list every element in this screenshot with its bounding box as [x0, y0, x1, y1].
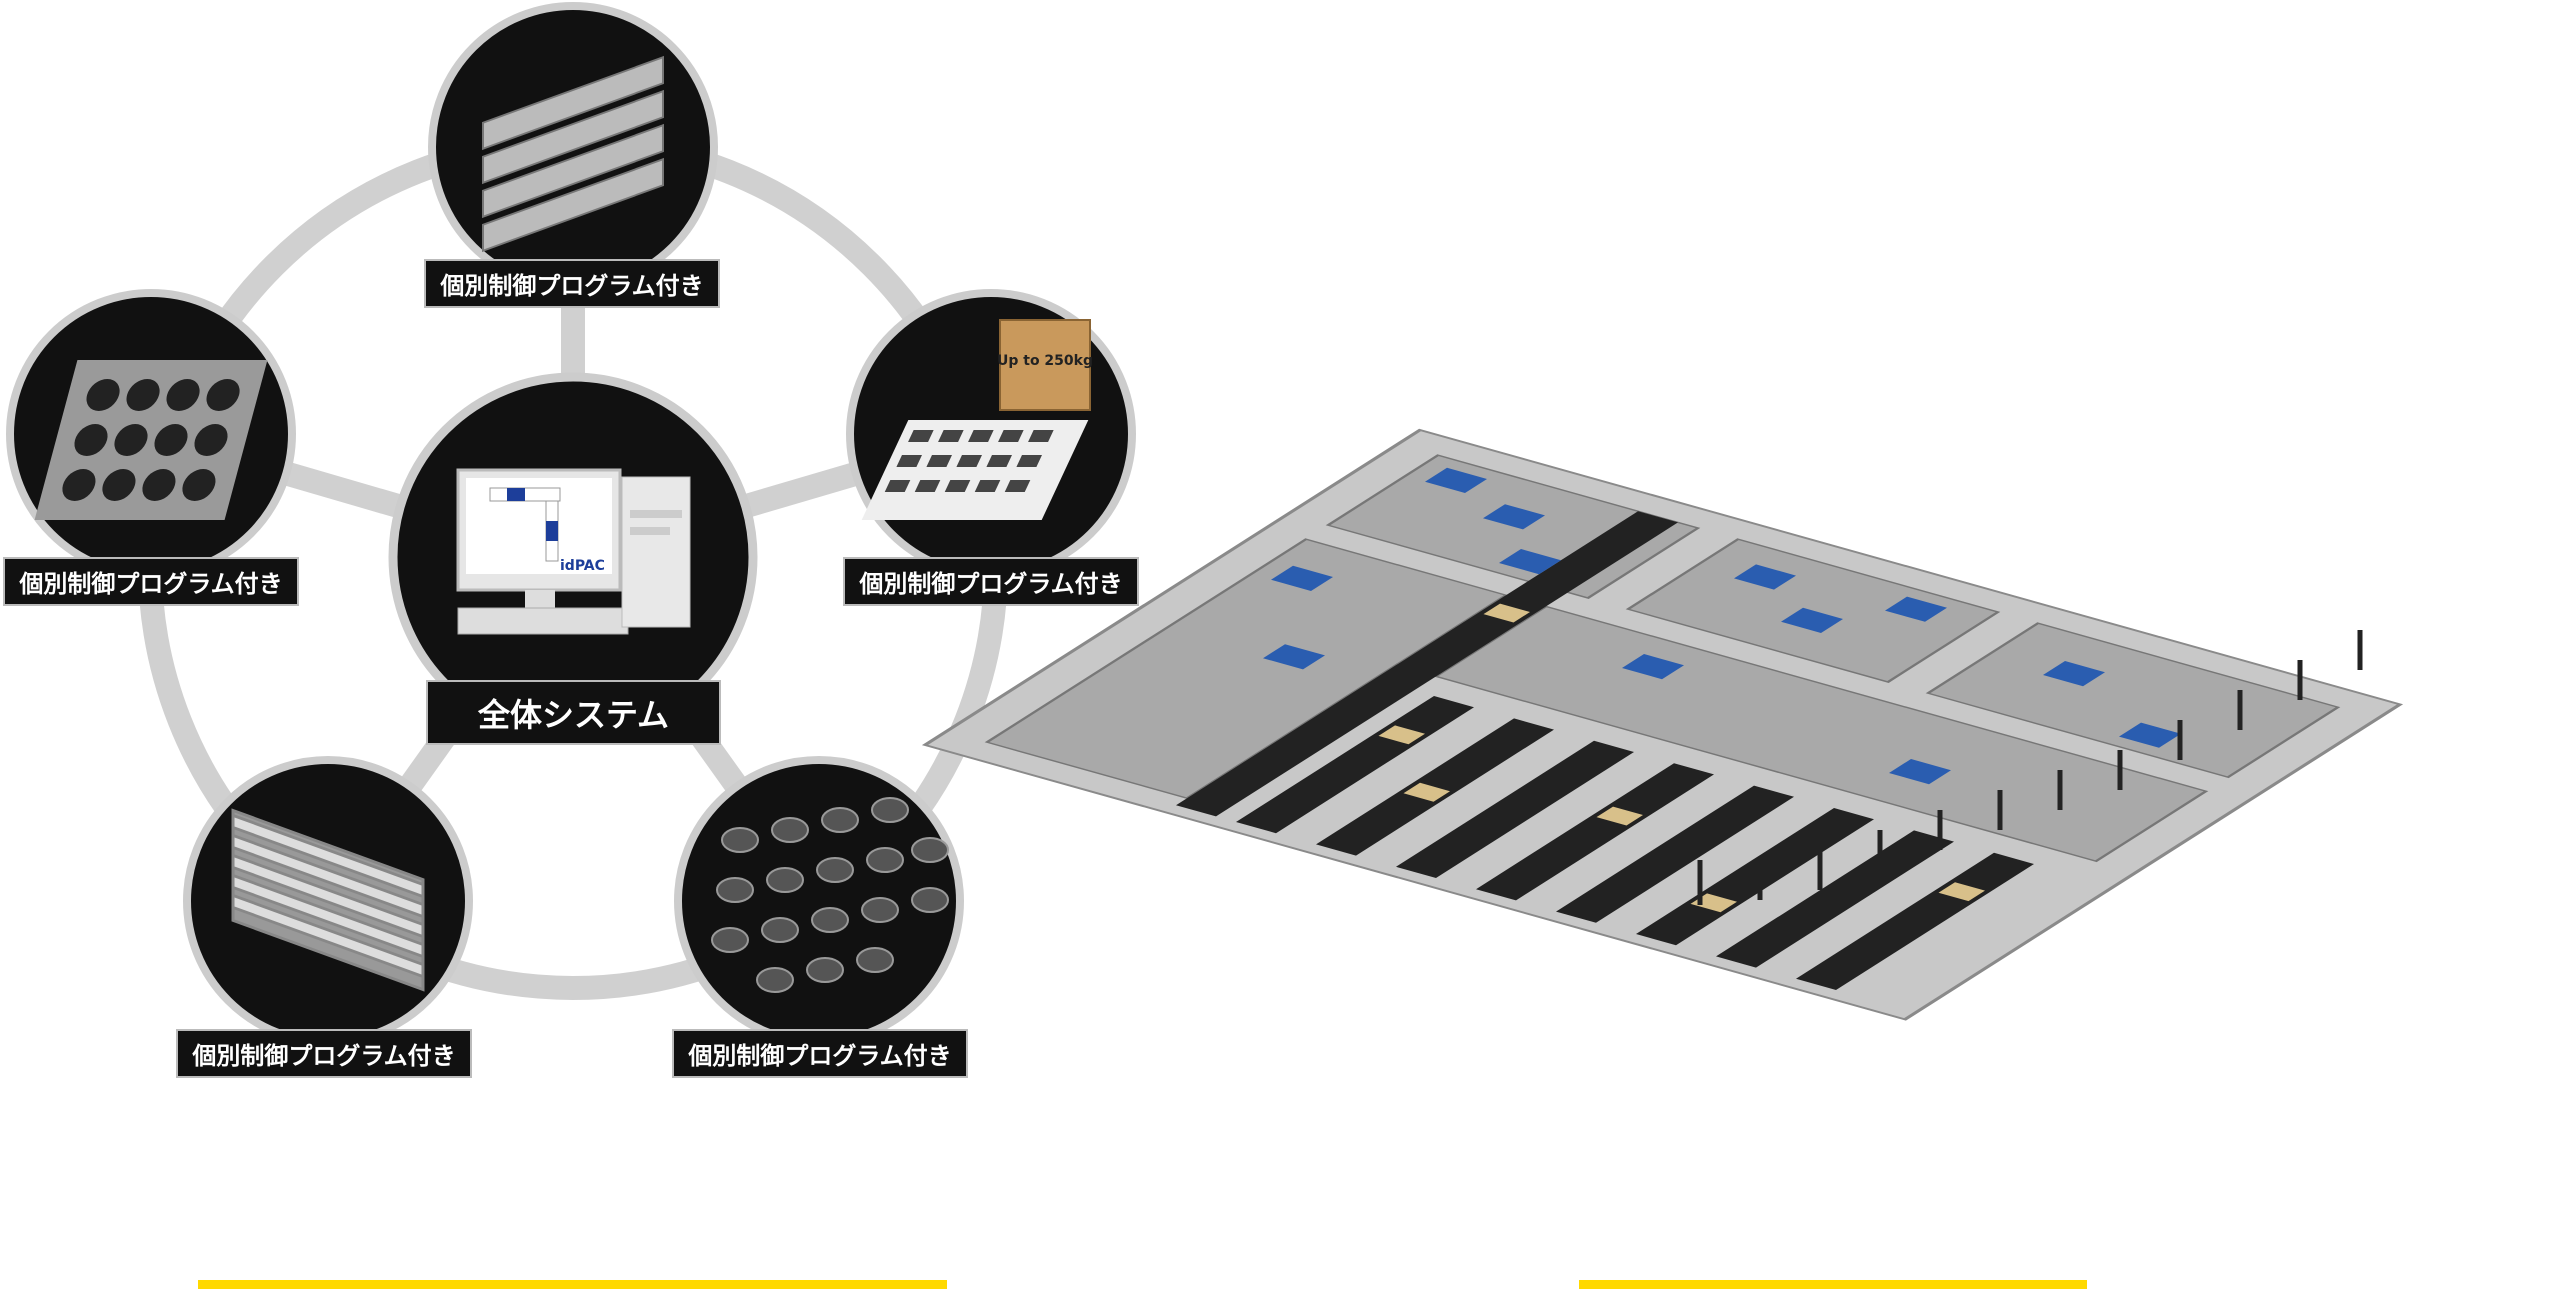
yellow-underline-right [1579, 1280, 2087, 1289]
module-label-top: 個別制御プログラム付き [424, 259, 720, 308]
pc-tower-icon [621, 476, 691, 628]
module-label-bottom-left: 個別制御プログラム付き [176, 1029, 472, 1078]
module-label-bottom-right: 個別制御プログラム付き [672, 1029, 968, 1078]
module-label-left: 個別制御プログラム付き [3, 557, 299, 606]
module-label-right: 個別制御プログラム付き [843, 557, 1139, 606]
keyboard-icon [457, 607, 629, 635]
cardboard-box [999, 319, 1091, 411]
conveyor-legs [1697, 630, 2363, 905]
yellow-underline-left [198, 1280, 947, 1289]
module-circle-left [6, 289, 296, 579]
module-circle-top [428, 2, 718, 292]
module-circle-bottom-right [674, 756, 964, 1046]
hub-circle: idPAC [388, 372, 758, 742]
conveyor-system-illustration [921, 428, 2404, 1021]
idpac-logo: idPAC [560, 558, 605, 574]
box-text: Up to 250kg [997, 353, 1093, 369]
module-circle-bottom-left [183, 756, 473, 1046]
module-circle-right: Up to 250kg [846, 289, 1136, 579]
hub-label: 全体システム [426, 680, 721, 745]
